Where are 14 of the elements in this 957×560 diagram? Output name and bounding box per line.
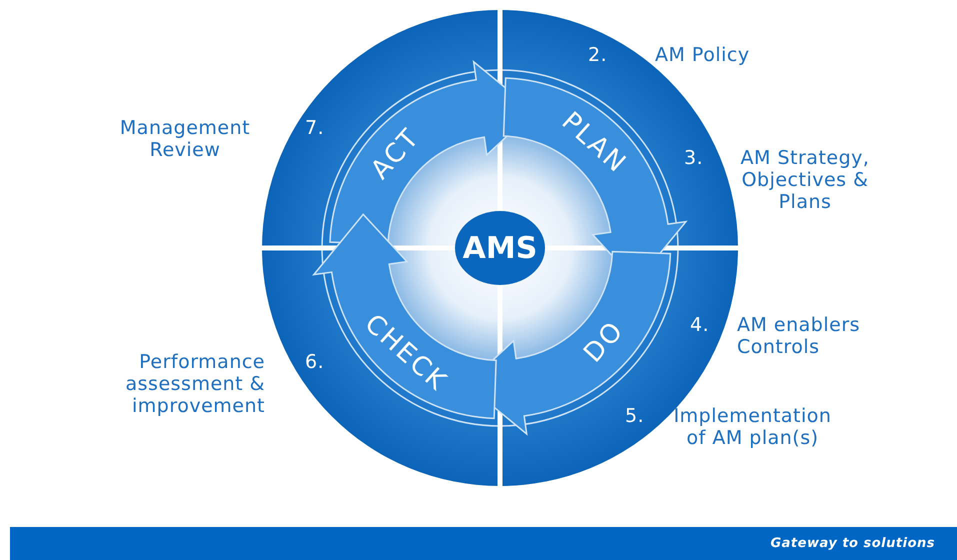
item-description: AM enablers Controls xyxy=(737,314,862,358)
item-description: Management Review xyxy=(118,117,252,161)
item-description: Implementation of AM plan(s) xyxy=(672,405,832,449)
item-number: 6. xyxy=(305,351,324,373)
item-number: 4. xyxy=(690,314,710,336)
item-number: 2. xyxy=(588,44,608,66)
item-number: 3. xyxy=(684,147,704,169)
item-number: 7. xyxy=(305,117,324,139)
phase-label: DO xyxy=(578,316,631,369)
item-description: Performance assessment & improvement xyxy=(124,351,265,417)
item-description: AM Strategy, Objectives & Plans xyxy=(740,147,870,213)
item-number: 5. xyxy=(625,405,644,427)
item-description: AM Policy xyxy=(655,44,751,66)
footer-tagline: Gateway to solutions xyxy=(770,535,935,553)
